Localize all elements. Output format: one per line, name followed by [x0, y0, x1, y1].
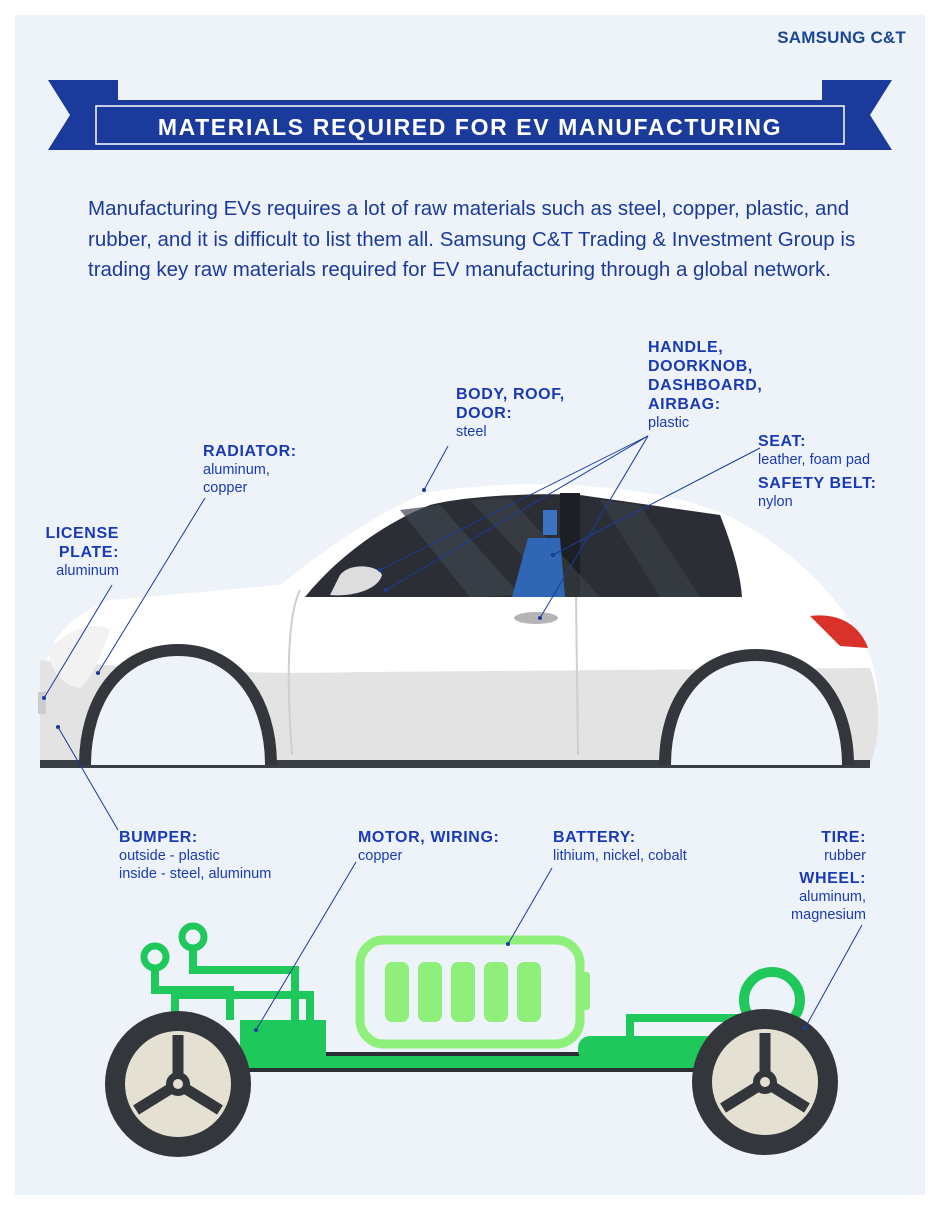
label-seat: SEAT: leather, foam pad [758, 432, 870, 469]
label-tire: TIRE: rubber [740, 828, 866, 865]
label-radiator: RADIATOR: aluminum, copper [203, 442, 297, 497]
seat-icon [512, 538, 565, 597]
leader-body [423, 445, 449, 491]
wire-3 [171, 991, 314, 1030]
leader-motor [255, 861, 357, 1031]
label-battery-value: lithium, nickel, cobalt [553, 848, 687, 864]
label-wheel-value: aluminum, magnesium [791, 889, 866, 923]
window-reflection-3 [600, 500, 700, 597]
label-battery: BATTERY: lithium, nickel, cobalt [553, 828, 687, 865]
leader-handle-3 [539, 435, 649, 619]
battery-cell-2 [418, 962, 442, 1022]
label-body: BODY, ROOF, DOOR: steel [456, 385, 565, 441]
label-bumper-heading: BUMPER: [119, 829, 198, 846]
page-title: MATERIALS REQUIRED FOR EV MANUFACTURING [157, 114, 783, 140]
label-motor-heading: MOTOR, WIRING: [358, 829, 500, 846]
label-radiator-heading: RADIATOR: [203, 443, 297, 460]
door-line-rear [575, 596, 579, 756]
label-body-heading: BODY, ROOF, DOOR: [456, 386, 565, 422]
wire-1 [151, 965, 234, 1020]
door-line-front [287, 589, 301, 756]
label-motor: MOTOR, WIRING: copper [358, 828, 499, 865]
label-battery-heading: BATTERY: [553, 829, 636, 846]
label-wheel-heading: WHEEL: [799, 870, 866, 887]
seat-headrest [543, 510, 557, 535]
ribbon-band [88, 100, 852, 150]
intro-paragraph: Manufacturing EVs requires a lot of raw … [88, 197, 856, 281]
label-radiator-value: aluminum, copper [203, 462, 270, 496]
battery-cell-5 [517, 962, 541, 1022]
label-bumper-value: outside - plastic inside - steel, alumin… [119, 848, 272, 882]
label-tire-value: rubber [824, 848, 866, 864]
side-mirror [330, 566, 382, 596]
leader-lines [43, 435, 863, 1031]
rear-drive-unit [578, 1036, 718, 1062]
label-motor-value: copper [358, 848, 403, 864]
front-hub-center [173, 1079, 183, 1089]
label-license-plate-heading: LICENSE PLATE: [45, 525, 119, 561]
headlight [48, 625, 110, 688]
wire-node-2 [178, 922, 208, 952]
battery-cell-4 [484, 962, 508, 1022]
label-seat-heading: SEAT: [758, 433, 807, 450]
leader-battery [507, 867, 553, 945]
wire-2 [189, 945, 299, 1020]
car [38, 484, 879, 768]
front-wheel-arch [79, 643, 277, 766]
leader-radiator [97, 497, 206, 674]
leader-bumper [57, 726, 119, 831]
label-safety-belt-value: nylon [758, 494, 793, 510]
door-handle [514, 612, 558, 624]
label-license-plate: LICENSE PLATE: aluminum [20, 524, 119, 580]
car-bottom-line [40, 760, 870, 768]
leader-handle-2 [385, 435, 649, 591]
brand-logo: SAMSUNG C&T [777, 28, 906, 47]
label-seat-value: leather, foam pad [758, 452, 871, 468]
label-wheel: WHEEL: aluminum, magnesium [740, 869, 866, 924]
leader-handle-1 [379, 435, 649, 571]
ribbon-inner-border [95, 105, 845, 145]
wire-node-1 [140, 942, 170, 972]
leader-seat [552, 447, 761, 556]
battery-cell-1 [385, 962, 409, 1022]
license-plate [38, 692, 46, 714]
label-handle: HANDLE, DOORKNOB, DASHBOARD, AIRBAG: pla… [648, 338, 762, 432]
label-handle-heading: HANDLE, DOORKNOB, DASHBOARD, AIRBAG: [648, 339, 763, 413]
label-body-value: steel [456, 424, 487, 440]
rear-wire [626, 1014, 740, 1036]
window-reflection-1 [400, 505, 520, 597]
leader-license-plate [43, 584, 113, 699]
leader-wheel [804, 924, 863, 1029]
label-safety-belt: SAFETY BELT: nylon [758, 474, 877, 511]
motor-block [240, 1020, 326, 1060]
label-safety-belt-heading: SAFETY BELT: [758, 475, 877, 492]
label-handle-value: plastic [648, 415, 690, 431]
taillight [810, 615, 868, 648]
label-license-plate-value: aluminum [56, 563, 119, 579]
rear-wheel-arch [659, 648, 854, 766]
title-ribbon [48, 80, 892, 150]
battery-cell-3 [451, 962, 475, 1022]
leader-dots [42, 488, 807, 1032]
label-tire-heading: TIRE: [821, 829, 866, 846]
battery-terminal [580, 972, 590, 1010]
label-bumper: BUMPER: outside - plastic inside - steel… [119, 828, 271, 883]
rear-hub-center [760, 1077, 770, 1087]
chassis [105, 922, 838, 1157]
